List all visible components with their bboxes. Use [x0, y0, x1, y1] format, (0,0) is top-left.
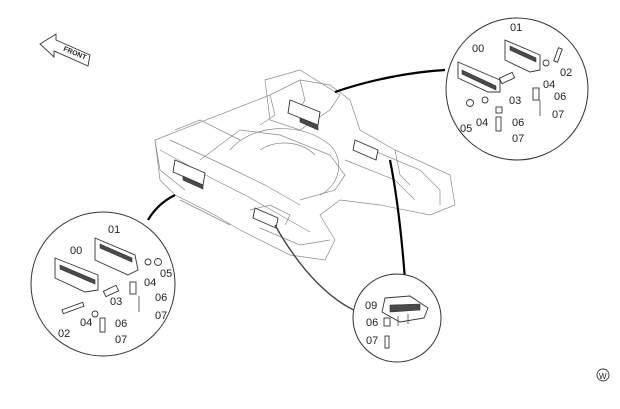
label-02-left: 02: [58, 328, 70, 340]
label-09-bottom: 09: [365, 300, 377, 312]
label-04-right-b: 04: [476, 117, 488, 129]
detail-circle-left: 01 00 04 05 06 03 07 02 04 06 07: [30, 211, 176, 357]
detail-circle-right: 01 00 02 04 06 03 07 05 04 06 07: [445, 17, 589, 161]
label-04-left-b: 04: [80, 317, 92, 329]
label-03-left: 03: [110, 296, 122, 308]
label-00-left: 00: [70, 245, 82, 257]
label-01-right: 01: [510, 22, 522, 34]
front-arrow-icon: FRONT: [39, 33, 91, 67]
track-frame-drawing: [154, 69, 456, 261]
label-06-right-a: 06: [554, 91, 566, 103]
label-07-left-b: 07: [115, 334, 127, 346]
label-02-right: 02: [560, 67, 572, 79]
label-04-left-a: 04: [144, 277, 156, 289]
label-05-left: 05: [160, 268, 172, 280]
label-03-right: 03: [509, 95, 521, 107]
label-06-right-b: 06: [512, 117, 524, 129]
label-06-left-b: 06: [115, 318, 127, 330]
label-07-right-a: 07: [552, 109, 564, 121]
label-01-left: 01: [108, 224, 120, 236]
label-05-right: 05: [460, 123, 472, 135]
label-07-bottom: 07: [366, 335, 378, 347]
label-07-left-a: 07: [155, 310, 167, 322]
watermark-logo: W: [596, 368, 610, 382]
label-06-bottom: 06: [366, 317, 378, 329]
leader-lines: [147, 68, 446, 313]
label-07-right-b: 07: [512, 133, 524, 145]
label-00-right: 00: [472, 43, 484, 55]
detail-circle-bottom: 09 06 07: [352, 273, 442, 363]
label-06-left-a: 06: [155, 292, 167, 304]
label-04-right-a: 04: [543, 79, 555, 91]
watermark-text: W: [599, 372, 607, 381]
